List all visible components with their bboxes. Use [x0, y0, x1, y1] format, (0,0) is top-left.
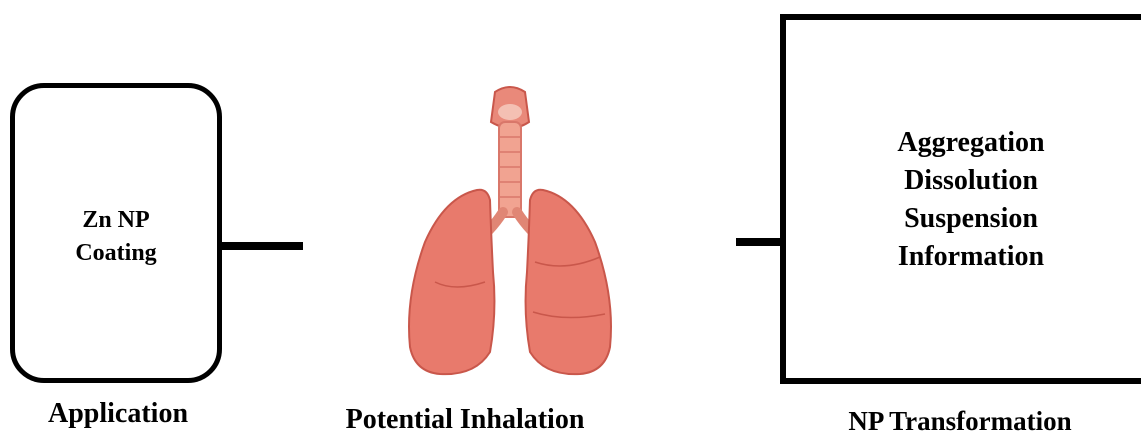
left-connector [222, 242, 303, 250]
lungs-icon [395, 82, 625, 382]
caption-transformation: NP Transformation [830, 406, 1090, 437]
transformation-box-text: Aggregation Dissolution Suspension Infor… [861, 124, 1081, 276]
transformation-line-3: Suspension [861, 200, 1081, 238]
caption-application: Application [18, 398, 218, 430]
transformation-line-4: Information [861, 238, 1081, 276]
transformation-line-1: Aggregation [861, 124, 1081, 162]
transformation-line-2: Dissolution [861, 162, 1081, 200]
application-line-1: Zn NP [10, 204, 222, 237]
right-connector [736, 238, 784, 246]
application-line-2: Coating [10, 237, 222, 270]
application-box-text: Zn NP Coating [10, 204, 222, 270]
caption-inhalation: Potential Inhalation [340, 404, 590, 436]
